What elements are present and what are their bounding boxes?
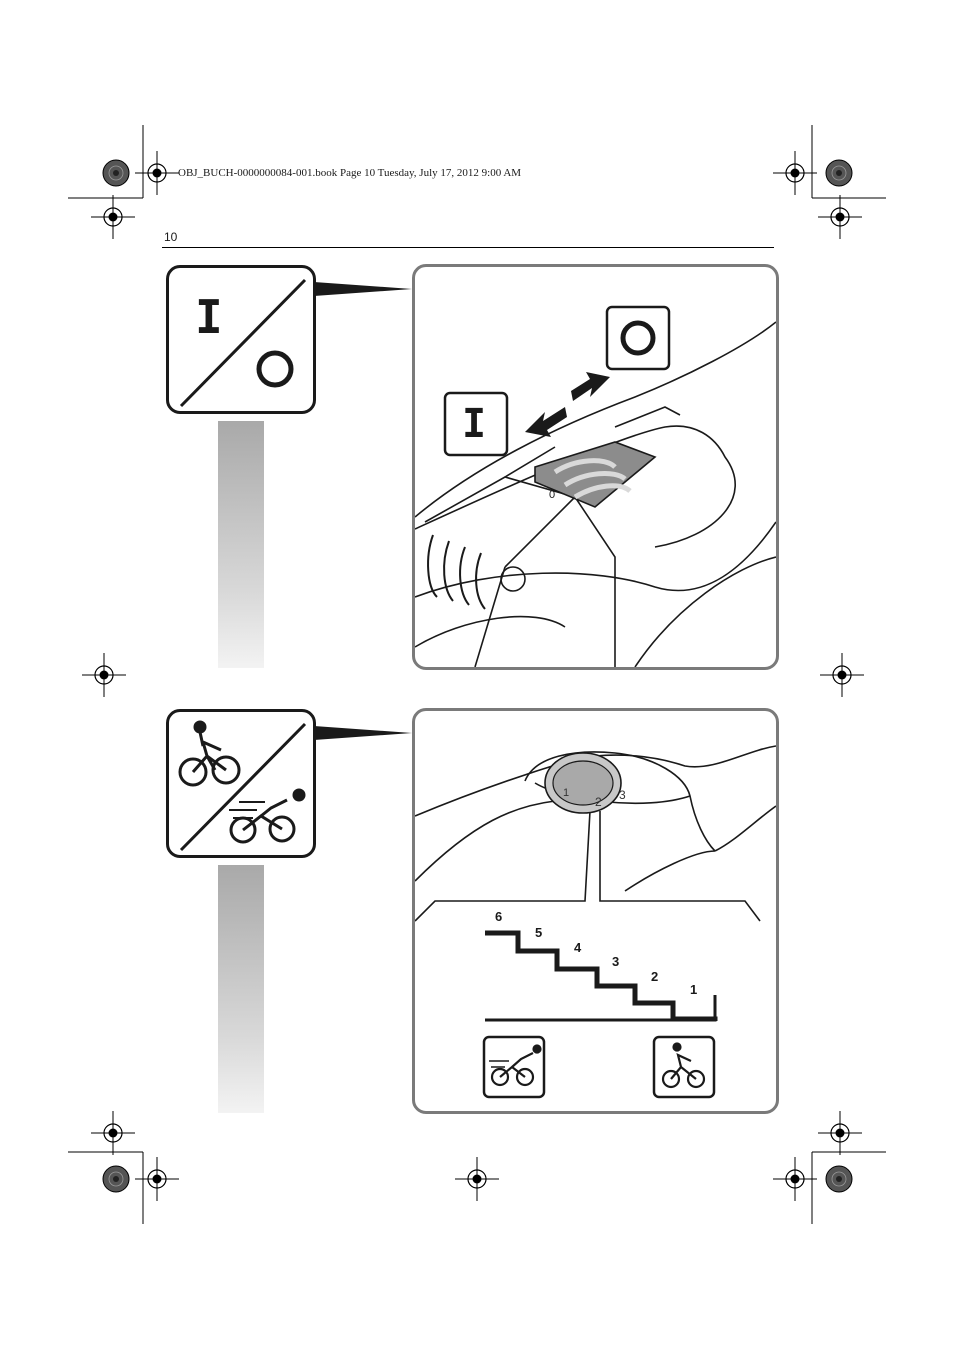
slide-switch <box>534 441 657 508</box>
pedal-assist-icon <box>166 709 316 858</box>
header-rule <box>162 247 774 248</box>
sport-cyclist-icon <box>229 788 306 844</box>
on-off-icon: I <box>166 265 316 414</box>
page-number: 10 <box>164 230 178 244</box>
level-label: 1 <box>690 982 698 997</box>
switch-mark: 0 <box>549 489 556 501</box>
gray-bar-bottom <box>218 865 264 1113</box>
level-label: 4 <box>574 940 582 955</box>
dial-number: 2 <box>595 795 602 809</box>
dial-number: 3 <box>619 788 626 802</box>
levels-illustration: 1 2 3 6 5 4 3 2 1 <box>412 708 779 1114</box>
level-label: 5 <box>535 925 543 940</box>
gray-bar-top <box>218 421 264 668</box>
level-label: 6 <box>495 909 503 924</box>
level-label: 3 <box>612 954 620 969</box>
level-label: 2 <box>651 969 659 984</box>
switch-illustration: I 0 <box>412 264 779 670</box>
on-symbol: I <box>195 290 223 344</box>
relaxed-cyclist-icon <box>178 720 241 787</box>
dial-number: 1 <box>563 787 570 799</box>
print-slug: OBJ_BUCH-0000000084-001.book Page 10 Tue… <box>178 167 522 179</box>
button-on-label: I <box>462 401 487 447</box>
